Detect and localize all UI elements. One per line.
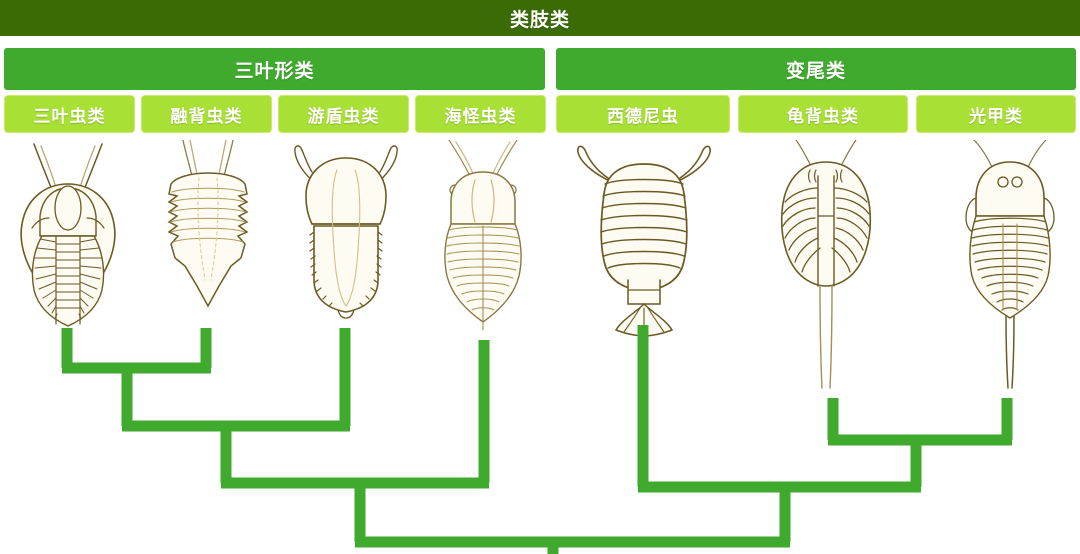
tier2-bar-trilobitomorpha: 三叶形类 <box>4 48 545 90</box>
tier3-bar-turtle-back: 龟背虫类 <box>738 95 908 133</box>
cladogram-tree <box>61 325 1013 554</box>
turtle-back-arthropod-icon <box>766 140 886 390</box>
tier2-bar-variable-tail: 变尾类 <box>556 48 1076 90</box>
sidneyia-icon <box>560 140 728 340</box>
fused-tergite-arthropod-icon <box>145 140 273 332</box>
sea-monster-arthropod-icon <box>419 140 547 332</box>
tier1-bar-arthropod-like: 类肢类 <box>0 0 1080 36</box>
tier3-bar-swimming-shield: 游盾虫类 <box>278 95 409 133</box>
swimming-shield-arthropod-icon <box>282 140 410 332</box>
smooth-armor-arthropod-icon <box>946 140 1074 390</box>
tier3-bar-sidneyia: 西德尼虫 <box>556 95 730 133</box>
tier3-bar-fused-tergite: 融背虫类 <box>141 95 272 133</box>
tier3-bar-sea-monster: 海怪虫类 <box>415 95 546 133</box>
trilobite-icon <box>4 140 132 332</box>
tier3-bar-trilobita: 三叶虫类 <box>4 95 135 133</box>
tier3-bar-smooth-armor: 光甲类 <box>916 95 1076 133</box>
